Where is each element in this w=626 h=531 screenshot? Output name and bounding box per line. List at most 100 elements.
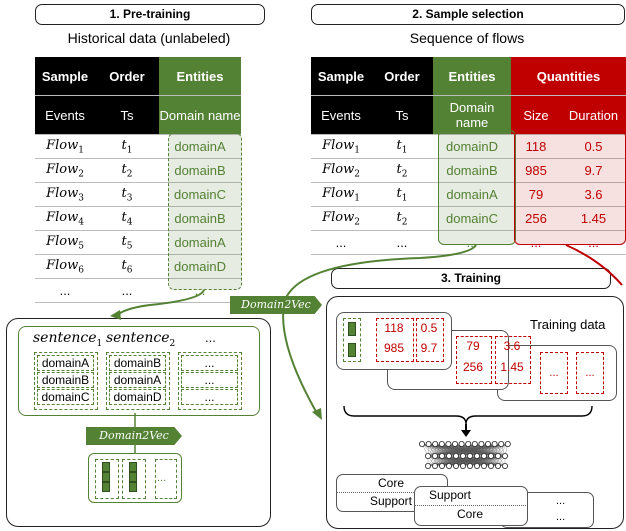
ellipsis-cell: ... [433,230,511,255]
embedding-more-box [155,459,177,499]
nn-node [446,462,453,469]
role-stack-3-more-1: ... [556,495,566,507]
sentence-token: domainA [109,372,166,388]
header-entities: Entities [159,57,241,96]
ts-cell: t6 [95,254,159,279]
nn-edge [490,443,508,457]
role-stack-2-divider [414,505,526,506]
ts-cell: t3 [95,182,159,207]
nn-node [466,452,473,459]
sentence-token: domainA [37,355,94,371]
nn-node [501,452,508,459]
historical-data-table: Sample Order Entities Events Ts Domain n… [35,57,241,303]
card2-size-box [456,336,492,384]
duration-cell: 1.45 [561,206,626,231]
nn-node [494,462,501,469]
sentence-2-label: sentence2 [106,330,176,349]
sentence-token: ... [181,372,238,388]
flow-cell: Flow1 [35,134,95,159]
sentence-token: ... [181,389,238,405]
subheader-domain-name: Domain name [159,95,241,135]
nn-edge [427,443,449,457]
nn-node [445,440,452,447]
header-sample: Sample [35,57,95,96]
nn-node [478,440,485,447]
brace-arrowhead [461,430,471,437]
flow-cell: Flow5 [35,230,95,255]
size-cell: 985 [511,158,561,183]
subheader-duration: Duration [561,95,626,135]
nn-node [473,462,480,469]
nn-node [459,452,466,459]
header-quantities: Quantities [511,57,626,96]
nn-edge [427,455,450,467]
header-order: Order [371,57,433,96]
flow-cell: Flow1 [311,134,371,159]
nn-edge [448,443,508,457]
nn-node [484,440,491,447]
nn-node [432,440,439,447]
size-cell: 118 [511,134,561,159]
domain-cell: domainD [159,254,241,279]
card2-duration-box [495,336,531,384]
ellipsis-cell: ... [159,278,241,303]
size-cell: 256 [511,206,561,231]
subheader-domain-name: Domain name [433,95,511,135]
subheader-ts: Ts [371,95,433,135]
nn-node [498,440,505,447]
card1-embedding-box [343,318,361,362]
vector-icon [129,482,137,492]
nn-node [458,440,465,447]
nn-node [439,452,446,459]
duration-cell: 3.6 [561,182,626,207]
flow-cell: Flow2 [311,206,371,231]
vector-icon [102,472,110,482]
domain-cell: domainA [433,182,511,207]
nn-node [425,452,432,459]
nn-node [452,440,459,447]
domain2vec-label-2: Domain2Vec [230,296,322,314]
ellipsis-cell: ... [35,278,95,303]
quantities-selection-highlight [514,130,626,245]
training-diagram-svg [343,405,593,469]
sentence-token: domainB [109,355,166,371]
nn-edge [427,455,492,467]
nn-node [439,462,446,469]
training-data-label: Training data [530,317,606,332]
embedding-more-label: ... [157,472,167,484]
nn-node [480,452,487,459]
ts-cell: t2 [371,158,433,183]
ts-cell: t1 [95,134,159,159]
nn-node [425,462,432,469]
subheader-events: Events [35,95,95,135]
nn-edge [448,443,471,457]
card1-duration-2: 9.7 [420,341,438,355]
ellipsis-cell: ... [95,278,159,303]
nn-edge [483,455,506,467]
arrow-pretrain-to-sentences [115,289,205,317]
domain-cell: domainB [159,206,241,231]
embedding-box [122,459,146,499]
vector-icon [102,462,110,472]
card1-size-1: 118 [384,321,404,335]
domain2vec-label: Domain2Vec [86,427,182,445]
sentence-more-label: ... [205,330,216,345]
card2-duration-2: 1.45 [500,360,524,374]
role-stack-2 [414,486,528,526]
nn-edge [427,443,489,457]
domain-cell: domainC [159,182,241,207]
vector-icon [102,482,110,492]
domain-selection-highlight [438,130,516,245]
role-stack-1-divider [336,492,446,493]
ts-cell: t1 [371,182,433,207]
card2-duration-1: 3.6 [503,339,521,353]
header-order: Order [95,57,159,96]
embedding-box [95,459,119,499]
